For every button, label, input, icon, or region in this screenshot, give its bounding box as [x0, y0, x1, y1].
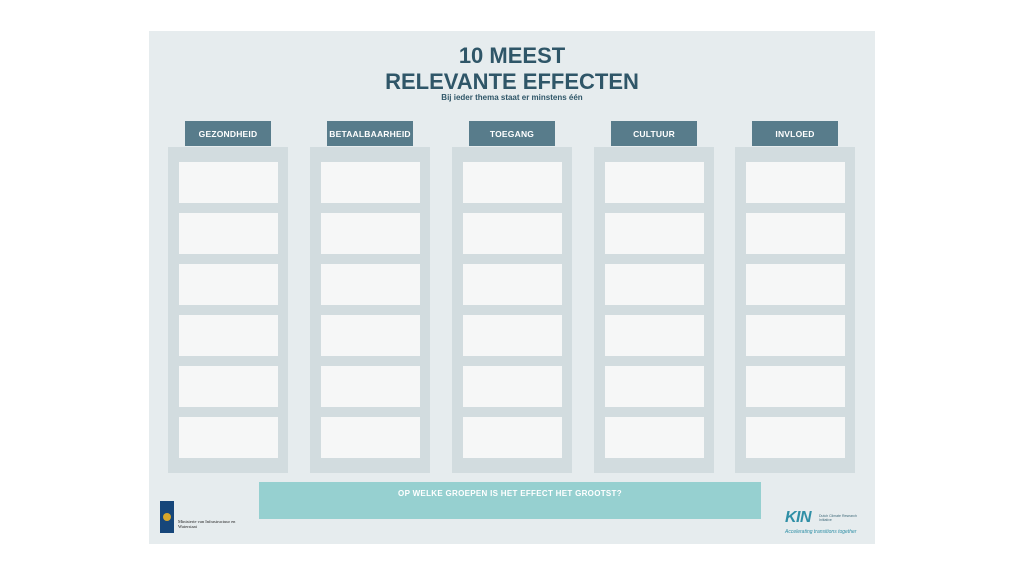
kin-tagline: Accelerating transitions together: [785, 529, 857, 535]
question-text: OP WELKE GROEPEN IS HET EFFECT HET GROOT…: [398, 489, 622, 498]
title-line-2: RELEVANTE EFFECTEN: [385, 69, 639, 94]
effect-card-slot[interactable]: [746, 264, 845, 305]
effect-card-slot[interactable]: [321, 315, 420, 356]
kin-logo: KIN Dutch Climate Research Initiative Ac…: [785, 509, 875, 539]
effect-card-slot[interactable]: [746, 366, 845, 407]
question-bar[interactable]: OP WELKE GROEPEN IS HET EFFECT HET GROOT…: [259, 482, 761, 519]
effect-card-slot[interactable]: [179, 417, 278, 458]
worksheet-board: 10 MEEST RELEVANTE EFFECTEN Bij ieder th…: [149, 31, 875, 544]
column-frame: [735, 147, 855, 473]
effect-card-slot[interactable]: [463, 417, 562, 458]
effect-card-slot[interactable]: [463, 162, 562, 203]
effect-card-slot[interactable]: [179, 213, 278, 254]
effect-card-slot[interactable]: [179, 264, 278, 305]
effect-card-slot[interactable]: [321, 162, 420, 203]
effect-card-slot[interactable]: [605, 315, 704, 356]
effect-card-slot[interactable]: [463, 213, 562, 254]
kin-mark: KIN: [785, 509, 812, 526]
column-frame: [452, 147, 572, 473]
effect-card-slot[interactable]: [605, 162, 704, 203]
crest-icon: [163, 513, 171, 521]
effect-card-slot[interactable]: [179, 366, 278, 407]
effect-card-slot[interactable]: [605, 366, 704, 407]
effect-card-slot[interactable]: [321, 213, 420, 254]
effect-card-slot[interactable]: [179, 162, 278, 203]
column-frame: [310, 147, 430, 473]
column-header: CULTUUR: [611, 121, 697, 146]
effect-card-slot[interactable]: [605, 213, 704, 254]
column-header: INVLOED: [752, 121, 838, 146]
column-frame: [594, 147, 714, 473]
effect-card-slot[interactable]: [746, 315, 845, 356]
effect-card-slot[interactable]: [463, 315, 562, 356]
effect-card-slot[interactable]: [746, 162, 845, 203]
effect-card-slot[interactable]: [746, 213, 845, 254]
effect-card-slot[interactable]: [463, 264, 562, 305]
effect-card-slot[interactable]: [746, 417, 845, 458]
effect-card-slot[interactable]: [321, 366, 420, 407]
column-header: TOEGANG: [469, 121, 555, 146]
ministry-name: Ministerie van Infrastructuur en Waterst…: [178, 519, 236, 529]
effect-card-slot[interactable]: [321, 417, 420, 458]
page-title: 10 MEEST RELEVANTE EFFECTEN: [149, 43, 875, 95]
ministry-logo: Ministerie van Infrastructuur en Waterst…: [160, 501, 250, 533]
page-subtitle: Bij ieder thema staat er minstens één: [441, 93, 583, 102]
effect-card-slot[interactable]: [321, 264, 420, 305]
column-header: BETAALBAARHEID: [327, 121, 413, 146]
effect-card-slot[interactable]: [605, 264, 704, 305]
column-frame: [168, 147, 288, 473]
column-header: GEZONDHEID: [185, 121, 271, 146]
effect-card-slot[interactable]: [179, 315, 278, 356]
kin-small-text: Dutch Climate Research Initiative: [819, 514, 857, 522]
ministry-bar: [160, 501, 174, 533]
effect-card-slot[interactable]: [463, 366, 562, 407]
effect-card-slot[interactable]: [605, 417, 704, 458]
title-line-1: 10 MEEST: [458, 43, 566, 68]
